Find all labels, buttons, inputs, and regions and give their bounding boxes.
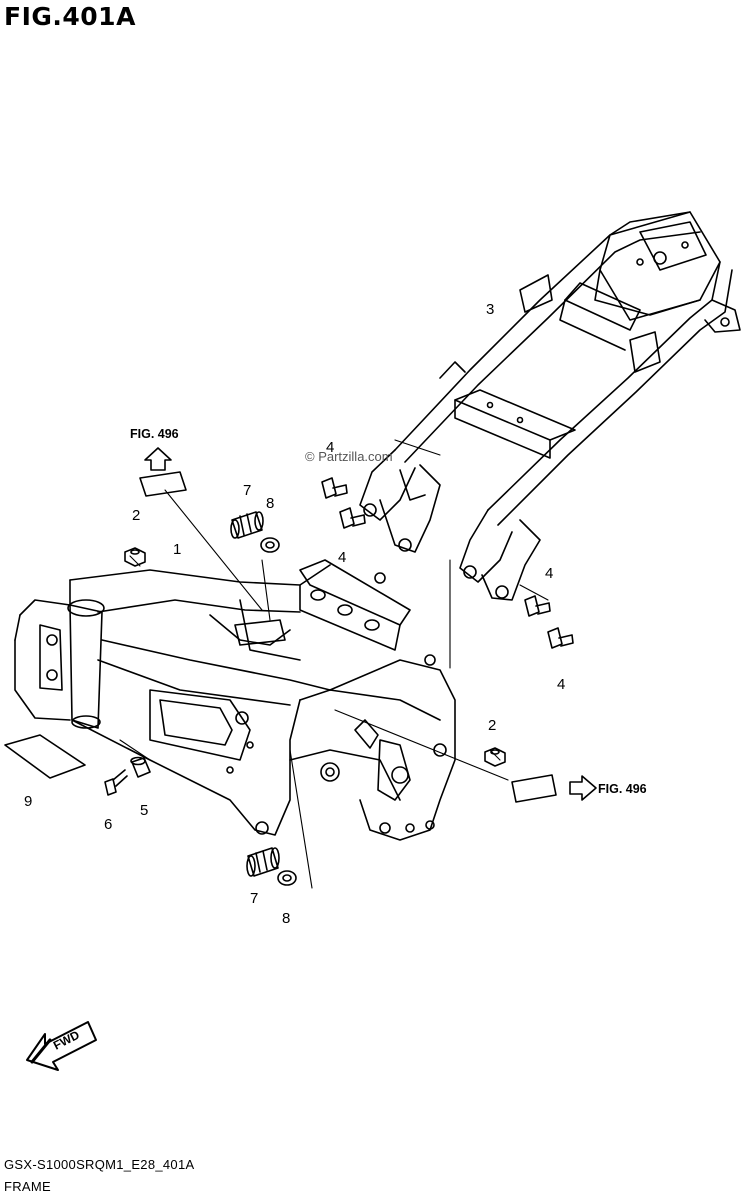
part-9-label-plate[interactable] xyxy=(4,734,86,779)
part-4-bolt-b[interactable] xyxy=(339,507,366,529)
part-7-spacer-lower[interactable] xyxy=(246,847,280,877)
part-2-nut-lower[interactable] xyxy=(484,747,506,767)
callout-4-d[interactable]: 4 xyxy=(557,676,565,693)
ref-top-left-label[interactable]: FIG. 496 xyxy=(130,427,179,441)
callout-8-upper[interactable]: 8 xyxy=(266,495,274,512)
ref-right-plate xyxy=(511,774,557,803)
callout-5[interactable]: 5 xyxy=(140,802,148,819)
watermark: © Partzilla.com xyxy=(305,449,393,464)
callout-4-a[interactable]: 4 xyxy=(326,439,334,456)
callout-6[interactable]: 6 xyxy=(104,816,112,833)
rear-subframe[interactable] xyxy=(359,211,741,601)
part-8-washer-upper[interactable] xyxy=(260,537,280,553)
diagram-name: FRAME xyxy=(4,1179,51,1194)
callouts: 1 2 2 3 4 4 4 4 5 6 7 7 8 8 9 xyxy=(24,301,565,927)
callout-1[interactable]: 1 xyxy=(173,541,181,558)
ref-top-left-arrow[interactable] xyxy=(144,447,172,471)
callout-4-c[interactable]: 4 xyxy=(545,565,553,582)
part-5-collar[interactable] xyxy=(130,756,151,778)
ref-right-label[interactable]: FIG. 496 xyxy=(598,782,647,796)
leader-lines xyxy=(119,439,549,889)
callout-3[interactable]: 3 xyxy=(486,301,494,318)
callout-2-upper[interactable]: 2 xyxy=(132,507,140,524)
callout-8-lower[interactable]: 8 xyxy=(282,910,290,927)
part-8-washer-lower[interactable] xyxy=(277,870,297,886)
part-4-bolt-c[interactable] xyxy=(524,595,551,617)
part-4-bolt-d[interactable] xyxy=(547,627,574,649)
part-7-spacer-upper[interactable] xyxy=(230,511,264,539)
part-4-bolt-a[interactable] xyxy=(321,477,348,499)
part-6-bolt[interactable] xyxy=(104,769,128,796)
callout-7-lower[interactable]: 7 xyxy=(250,890,258,907)
callout-9[interactable]: 9 xyxy=(24,793,32,810)
ref-right-arrow[interactable] xyxy=(569,775,597,801)
main-frame[interactable] xyxy=(14,559,456,841)
callout-2-lower[interactable]: 2 xyxy=(488,717,496,734)
part-2-nut-upper[interactable] xyxy=(124,547,146,567)
diagram-code: GSX-S1000SRQM1_E28_401A xyxy=(4,1157,195,1172)
callout-7-upper[interactable]: 7 xyxy=(243,482,251,499)
figure-title: FIG.401A xyxy=(4,2,136,31)
callout-4-b[interactable]: 4 xyxy=(338,549,346,566)
fwd-arrow-icon: FWD xyxy=(26,1021,97,1071)
ref-top-left-plate xyxy=(139,471,187,497)
